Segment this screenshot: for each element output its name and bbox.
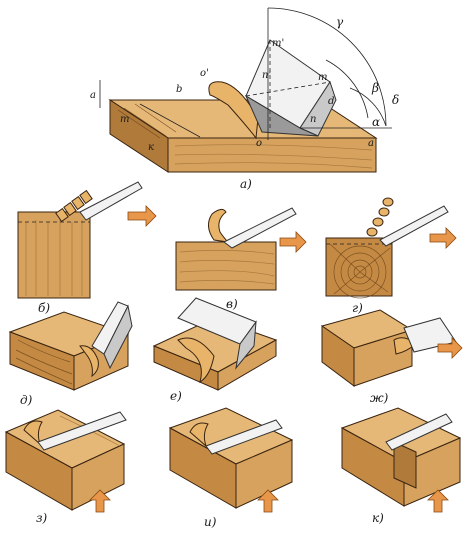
end-grain-block — [17, 211, 91, 299]
label-b: b — [176, 84, 182, 95]
panel-z-chip — [23, 420, 43, 446]
panel-k-feed-arrow — [427, 489, 449, 513]
label-delta: δ — [392, 93, 399, 107]
label-beta: β — [371, 81, 379, 95]
panel-g: г) — [325, 197, 457, 315]
panel-k-slot — [393, 441, 417, 489]
panel-d-end — [9, 331, 75, 391]
panel-zh: ж) — [320, 309, 463, 405]
label-t: т — [120, 114, 129, 125]
panel-g-chip-flakes — [366, 197, 394, 237]
label-m: m — [318, 72, 327, 83]
cutter-construction-lines — [245, 40, 331, 130]
panel-z: з) — [4, 409, 127, 525]
panel-i-chip — [189, 422, 209, 448]
panel-zh-feed-arrow — [437, 337, 463, 359]
groove-line — [139, 103, 201, 138]
panel-k-end — [341, 427, 405, 507]
panel-label-d: д) — [20, 393, 33, 407]
panel-b-cutter — [79, 181, 143, 221]
curled-chip — [208, 81, 259, 140]
panel-g-cutter — [379, 205, 449, 247]
board-grain — [174, 144, 373, 169]
panel-d-chip — [79, 345, 99, 378]
panel-z-blade — [37, 411, 127, 451]
label-m-prime: m' — [272, 38, 284, 49]
cutter-edge-face — [244, 94, 319, 137]
panel-i: и) — [168, 407, 294, 529]
panel-label-k: к) — [372, 511, 384, 525]
panel-z-end — [5, 431, 73, 511]
panel-label-e: е) — [170, 389, 182, 403]
label-gamma: γ — [336, 15, 344, 29]
board-side-face — [109, 99, 169, 173]
panel-label-g: г) — [352, 301, 363, 315]
growth-rings — [329, 243, 391, 299]
panel-d: д) — [8, 301, 133, 407]
panel-i-feed-arrow — [257, 489, 279, 513]
panel-zh-end — [321, 325, 355, 387]
panel-a-main-drawing: m' n' o' m n d o a b γ β δ α a т к а) — [90, 7, 399, 191]
panel-label-v: в) — [226, 297, 238, 311]
panel-label-b: б) — [38, 301, 50, 315]
label-d: d — [328, 96, 334, 107]
label-o: o — [256, 138, 262, 149]
panel-v-curled-chip — [208, 208, 230, 243]
panel-v-feed-arrow — [279, 231, 307, 253]
panel-d-end-grain — [15, 339, 73, 385]
panel-label-i: и) — [204, 515, 217, 529]
board-end-grain — [117, 103, 177, 139]
panel-z-feed-arrow — [89, 489, 111, 513]
panel-b-grain — [25, 220, 83, 296]
panel-d-blade-side — [103, 304, 133, 370]
panel-k-blade — [385, 413, 453, 451]
panel-label-a: а) — [240, 177, 252, 191]
panel-v-cutter — [223, 207, 297, 249]
panel-i-blade — [205, 419, 283, 455]
panel-g-feed-arrow — [429, 227, 457, 249]
panel-e: е) — [152, 297, 278, 403]
panel-e-blade-side — [235, 320, 257, 370]
angle-arc-delta — [349, 87, 387, 127]
label-a: a — [368, 138, 374, 149]
panel-k: к) — [340, 407, 462, 525]
cross-section-block — [325, 237, 393, 297]
panel-v: в) — [175, 207, 307, 311]
panel-b: б) — [17, 181, 157, 315]
angle-arc-gamma — [267, 7, 387, 127]
label-n-prime: n' — [262, 70, 271, 81]
angle-arc-beta — [325, 59, 369, 119]
panel-b-feed-arrow — [127, 205, 157, 227]
label-o-prime: o' — [200, 68, 209, 79]
label-k: к — [148, 142, 154, 153]
chip-segments — [55, 189, 93, 223]
panel-e-chip — [177, 337, 215, 384]
panel-v-grain — [179, 250, 275, 285]
label-a-small: a — [90, 90, 96, 101]
panel-label-zh: ж) — [370, 391, 389, 405]
label-n: n — [310, 114, 316, 125]
panel-label-z: з) — [36, 511, 48, 525]
label-alpha: α — [372, 115, 380, 129]
